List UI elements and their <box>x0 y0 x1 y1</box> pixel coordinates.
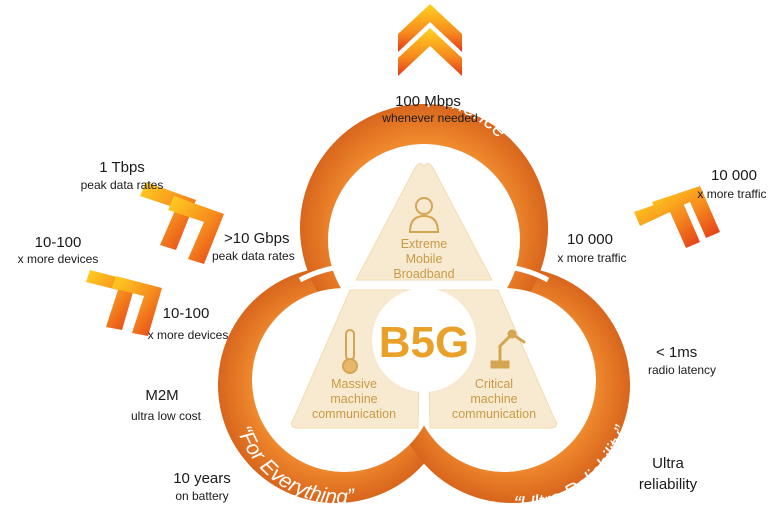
segment-label-right: Critical machine communication <box>452 377 536 421</box>
annotation-m2m-sub: ultra low cost <box>131 409 202 423</box>
annotation-gbps-main: >10 Gbps <box>224 230 289 247</box>
annotation-devices-inner-sub: x more devices <box>148 328 229 342</box>
segment-label-left: Massive machine communication <box>312 377 396 421</box>
annotation-traffic-outer-sub: x more traffic <box>697 187 766 201</box>
annotation-devices-inner-main: 10-100 <box>163 305 210 322</box>
center-label: B5G <box>379 318 469 367</box>
chevron-left-lower <box>86 270 162 336</box>
segment-top-line1: Extreme <box>401 237 448 251</box>
chevron-up-top <box>398 4 462 76</box>
annotation-traffic-inner-sub: x more traffic <box>557 251 626 265</box>
annotation-reliability-line2: reliability <box>639 476 698 493</box>
segment-left-line3: communication <box>312 407 396 421</box>
annotation-devices-outer-main: 10-100 <box>35 234 82 251</box>
chevron-right <box>634 186 720 248</box>
annotation-latency-main: < 1ms <box>656 344 697 361</box>
annotation-battery-main: 10 years <box>173 470 231 487</box>
segment-right-line3: communication <box>452 407 536 421</box>
person-icon <box>408 197 440 233</box>
segment-top-line3: Broadband <box>393 267 454 281</box>
annotation-gbps-sub: peak data rates <box>212 249 295 263</box>
robot-arm-icon <box>490 329 526 369</box>
annotation-latency-sub: radio latency <box>648 363 716 377</box>
annotation-battery-sub: on battery <box>175 489 228 503</box>
annotation-reliability-line1: Ultra <box>652 455 684 472</box>
thermometer-icon <box>342 329 358 374</box>
segment-left-line2: machine <box>330 392 377 406</box>
annotation-traffic-outer-main: 10 000 <box>711 167 757 184</box>
segment-top-line2: Mobile <box>406 252 443 266</box>
segment-right-line2: machine <box>470 392 517 406</box>
annotation-devices-outer-sub: x more devices <box>18 252 99 266</box>
center-disc <box>372 288 476 392</box>
segment-label-top: Extreme Mobile Broadband <box>393 237 454 281</box>
annotation-tbps-main: 1 Tbps <box>99 159 145 176</box>
annotation-mbps-main: 100 Mbps <box>395 93 461 110</box>
segment-top <box>355 162 493 281</box>
chevron-left-upper <box>140 182 224 264</box>
segment-right-line1: Critical <box>475 377 513 391</box>
inner-triangle <box>252 144 596 472</box>
annotation-tbps-sub: peak data rates <box>81 178 164 192</box>
annotation-mbps-sub: whenever needed <box>381 111 477 125</box>
segment-left-line1: Massive <box>331 377 377 391</box>
annotation-traffic-inner-main: 10 000 <box>567 231 613 248</box>
annotation-m2m-main: M2M <box>145 387 178 404</box>
